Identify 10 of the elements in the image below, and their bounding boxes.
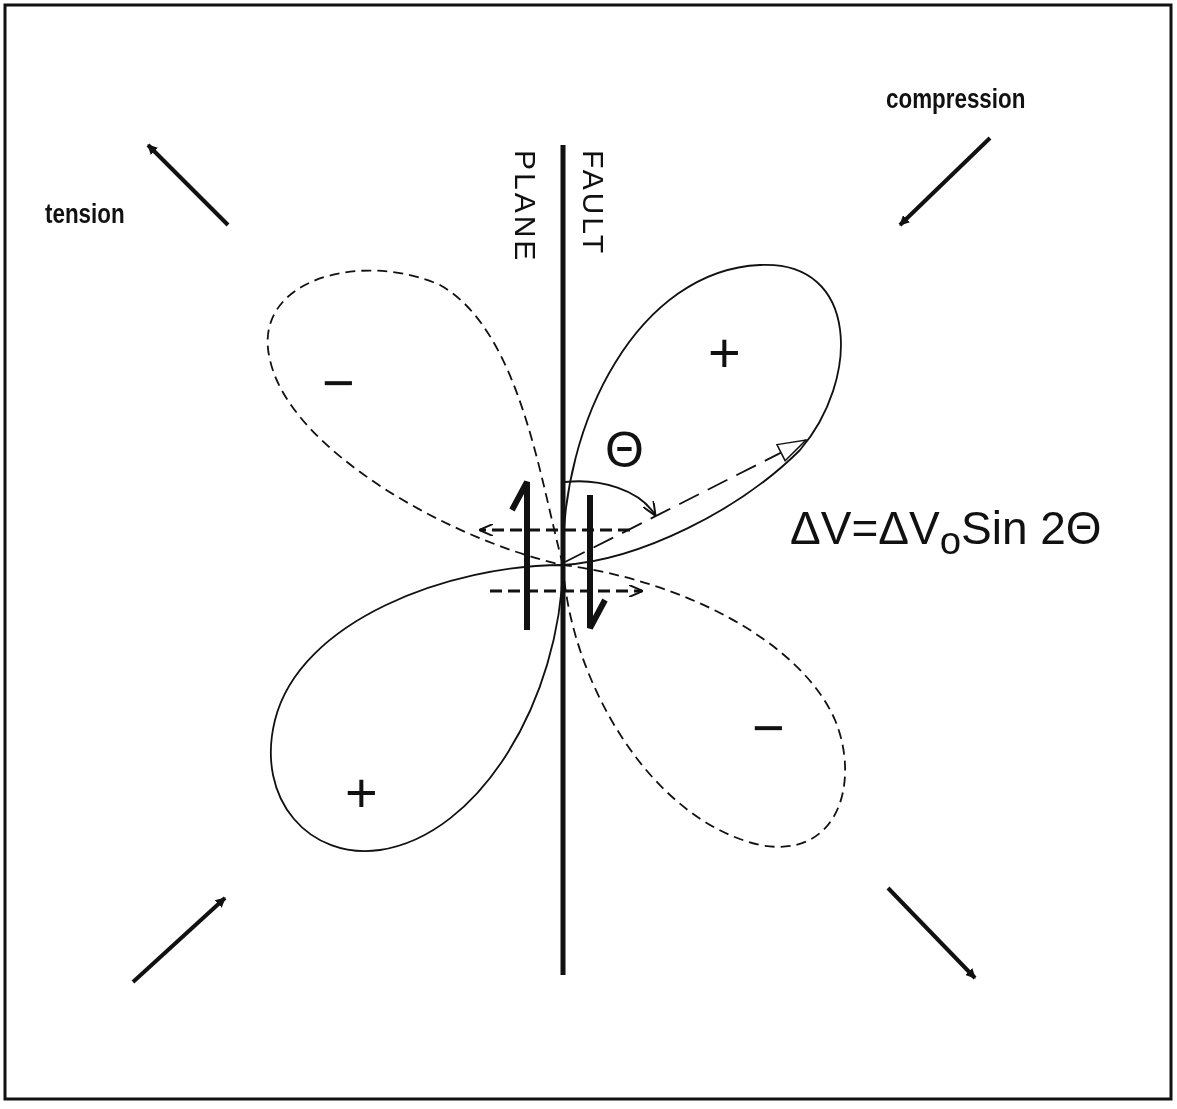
- sign-label: +: [708, 325, 741, 381]
- sign-label: −: [752, 700, 785, 756]
- annotation-label: tension: [45, 200, 125, 228]
- axis-label: FAULT: [578, 150, 608, 257]
- angle-label: Θ: [605, 425, 644, 475]
- sign-label: +: [345, 765, 378, 821]
- sign-label: −: [322, 355, 355, 411]
- axis-label: PLANE: [510, 150, 540, 264]
- formula-label: ΔV=ΔV$_{o}$Sin 2Θ: [790, 505, 1102, 561]
- annotation-label: compression: [886, 85, 1026, 113]
